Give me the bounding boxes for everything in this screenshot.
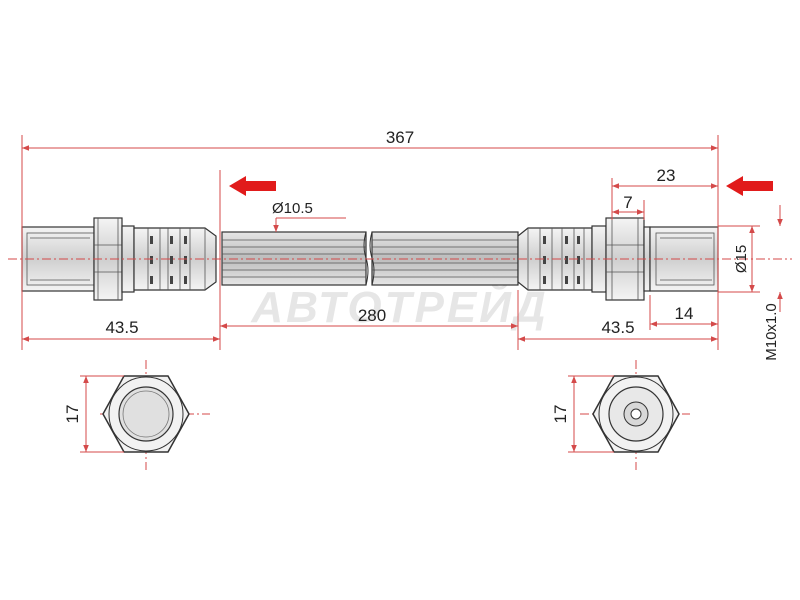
- dimension-right-end-length: 23: [657, 166, 676, 185]
- extension-lines: [21, 135, 760, 350]
- left-arrow-icon: [726, 176, 773, 196]
- dimension-hose-length: 280: [358, 306, 386, 325]
- left-arrow-icon: [229, 176, 276, 196]
- watermark-text: АВТОТРЕЙД: [250, 281, 548, 332]
- dimension-thread-spec: M10x1.0: [763, 303, 780, 361]
- dimension-fitting-diameter: Ø15: [733, 245, 750, 273]
- dimension-left-fitting-length: 43.5: [105, 318, 138, 337]
- dimension-right-nut-width: 7: [623, 193, 632, 212]
- dimension-hose-diameter: Ø10.5: [272, 200, 313, 217]
- dimension-right-fitting-length: 43.5: [601, 318, 634, 337]
- dimension-left-hex-size: 17: [63, 405, 82, 424]
- dimension-overall-length: 367: [386, 128, 414, 147]
- dimension-right-thread-length: 14: [675, 304, 694, 323]
- dimension-right-hex-size: 17: [551, 405, 570, 424]
- right-hex-end-view: [580, 360, 690, 470]
- hose-body: [221, 231, 519, 286]
